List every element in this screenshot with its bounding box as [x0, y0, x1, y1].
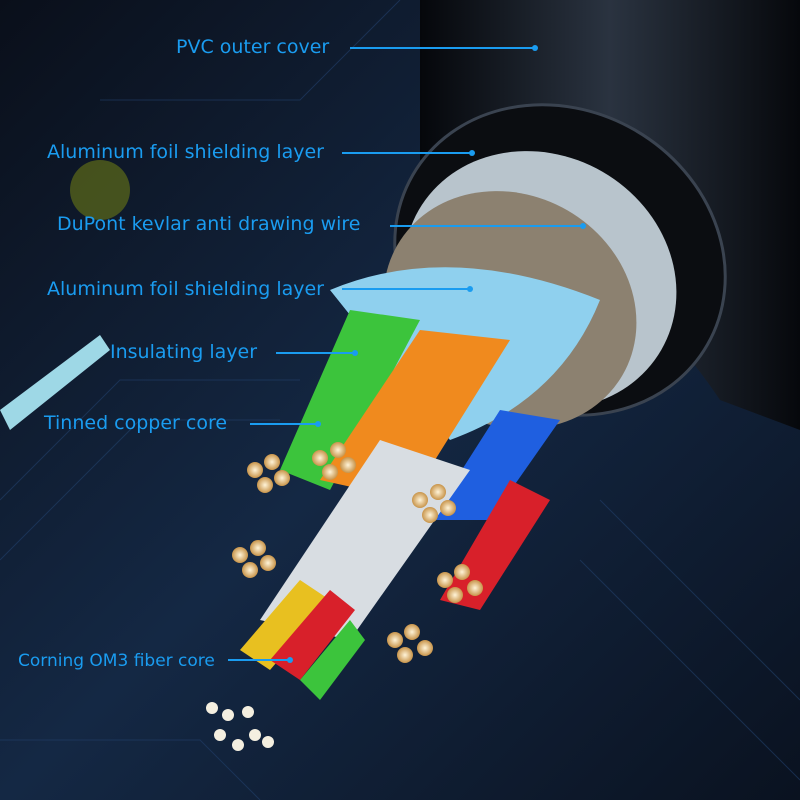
fiber-core-ends: [206, 702, 274, 751]
leader-dot: [315, 421, 321, 427]
label-fiber-core: Corning OM3 fiber core: [18, 651, 215, 671]
leader-dot: [467, 286, 473, 292]
leader-line: [390, 225, 583, 227]
leader-dot: [352, 350, 358, 356]
yellow-glow: [70, 160, 130, 220]
leader-line: [342, 152, 472, 154]
label-insulating-layer: Insulating layer: [110, 341, 258, 363]
leader-dot: [469, 150, 475, 156]
leader-dot: [580, 223, 586, 229]
label-tinned-copper-core: Tinned copper core: [44, 412, 228, 434]
label-aluminum-foil-inner: Aluminum foil shielding layer: [47, 278, 324, 300]
wire-pairs: [240, 310, 560, 700]
leader-dot: [532, 45, 538, 51]
leader-line: [228, 659, 290, 661]
label-kevlar: DuPont kevlar anti drawing wire: [57, 213, 361, 235]
leader-line: [250, 423, 318, 425]
decorative-stripe: [0, 335, 110, 430]
label-pvc-outer-cover: PVC outer cover: [176, 36, 330, 58]
leader-dot: [287, 657, 293, 663]
label-aluminum-foil-outer: Aluminum foil shielding layer: [47, 141, 324, 163]
leader-line: [342, 288, 470, 290]
copper-strand-ends: [232, 442, 483, 663]
leader-line: [350, 47, 535, 49]
leader-line: [276, 352, 355, 354]
